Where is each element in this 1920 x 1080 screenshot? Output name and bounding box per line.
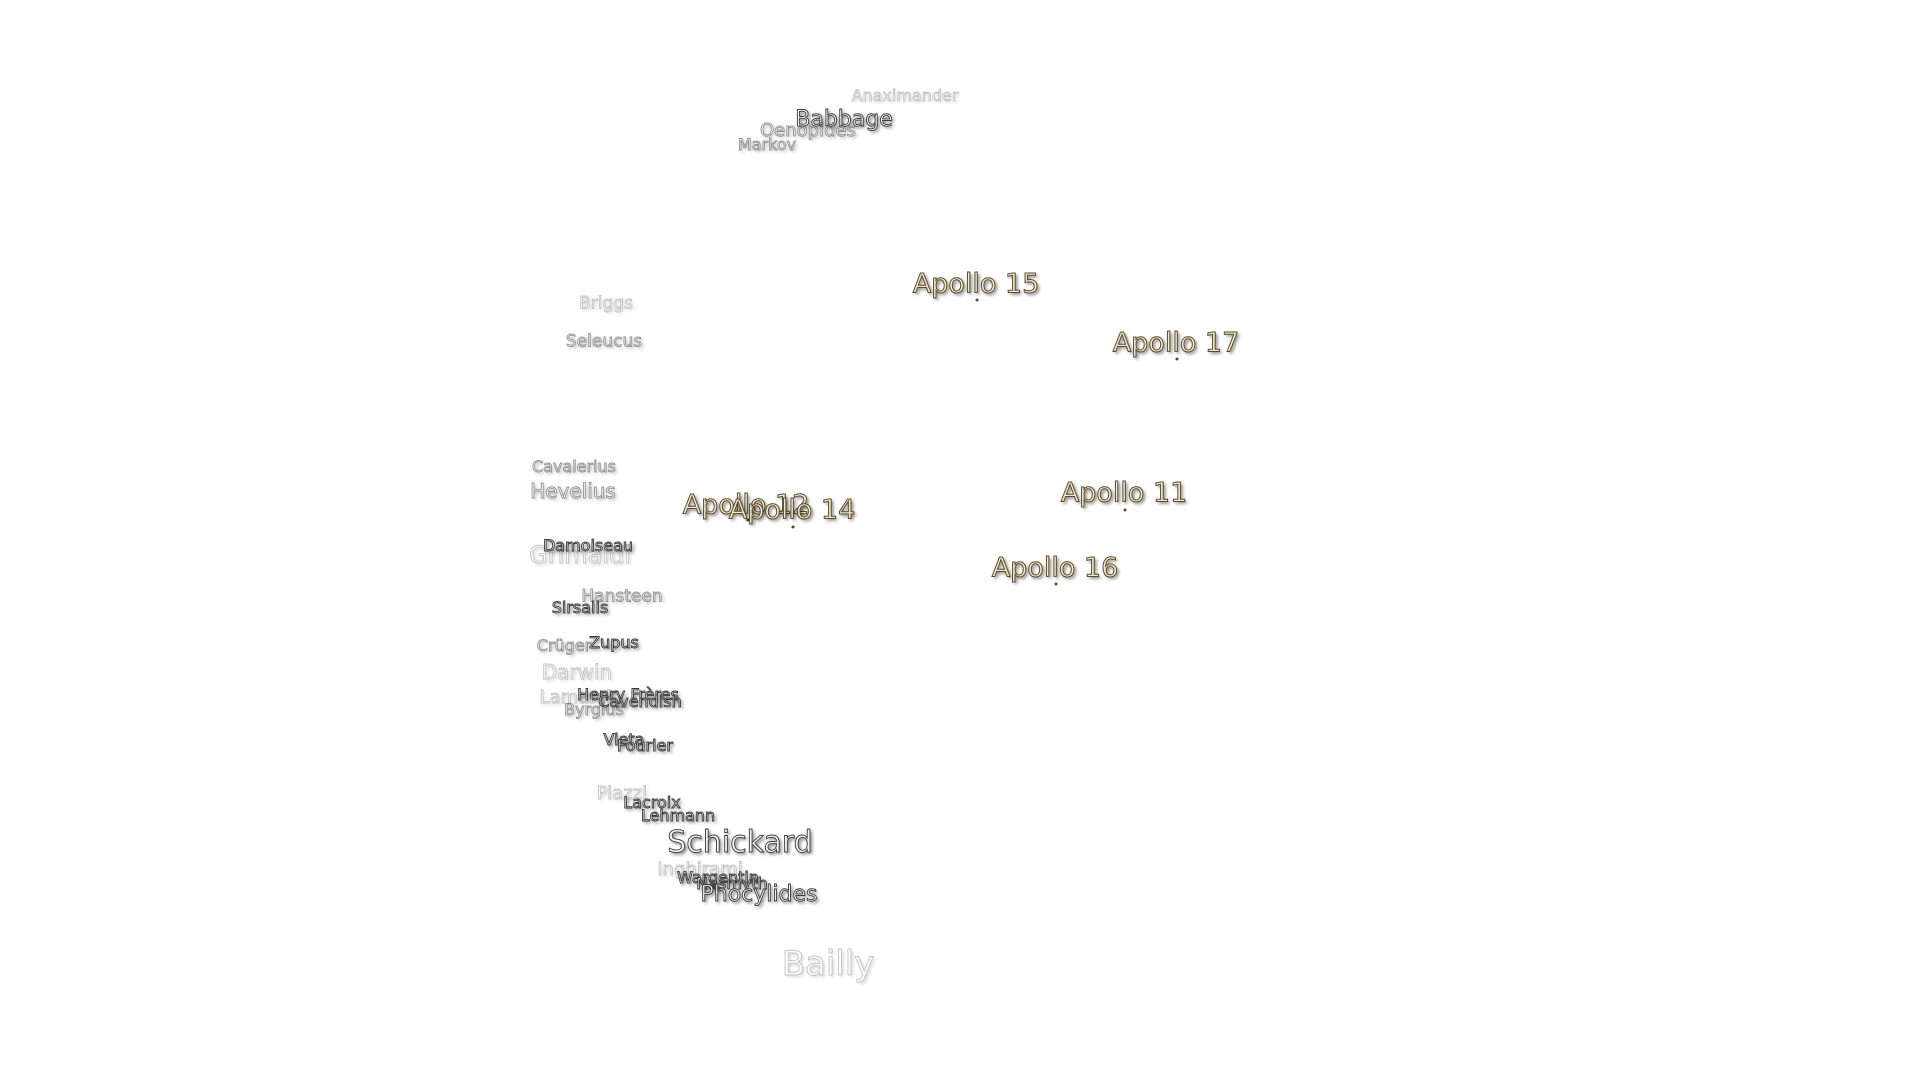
- apollo-17-label[interactable]: Apollo 17: [1112, 327, 1240, 359]
- crater-label-anaximander[interactable]: Anaximander: [851, 86, 959, 105]
- crater-label-lamarck[interactable]: Lamarck: [539, 687, 617, 708]
- apollo-11-label[interactable]: Apollo 11: [1060, 477, 1188, 509]
- crater-label-zupus[interactable]: Zupus: [589, 633, 640, 652]
- apollo-12-site-marker[interactable]: [746, 518, 750, 522]
- crater-label-darwin[interactable]: Darwin: [541, 660, 613, 684]
- crater-label-phocylides[interactable]: Phocylides: [700, 882, 818, 907]
- crater-label-markov[interactable]: Markov: [737, 135, 797, 154]
- crater-label-lehmann[interactable]: Lehmann: [640, 806, 716, 825]
- apollo-14-label[interactable]: Apollo 14: [728, 494, 856, 526]
- crater-label-cavalerius[interactable]: Cavalerius: [531, 457, 617, 476]
- crater-label-henry-freres[interactable]: Henry Frères: [577, 685, 680, 704]
- crater-label-hansteen[interactable]: Hansteen: [581, 586, 663, 607]
- crater-label-cruger[interactable]: Crüger: [536, 636, 592, 655]
- crater-label-schickard[interactable]: Schickard: [667, 825, 813, 860]
- apollo-14-site-marker[interactable]: [791, 525, 795, 529]
- apollo-11-site-marker[interactable]: [1123, 508, 1127, 512]
- apollo-17-site-marker[interactable]: [1175, 357, 1179, 361]
- apollo-16-label[interactable]: Apollo 16: [991, 552, 1119, 584]
- crater-label-bailly[interactable]: Bailly: [781, 944, 875, 984]
- crater-label-grimaldi[interactable]: Grimaldi: [529, 541, 632, 569]
- crater-label-inghirami[interactable]: Inghirami: [657, 859, 743, 880]
- crater-label-wargentin[interactable]: Wargentin: [677, 868, 760, 887]
- crater-label-byrgius[interactable]: Byrgius: [564, 700, 625, 719]
- crater-label-piazzi[interactable]: Piazzi: [596, 783, 648, 804]
- crater-label-nasmyth[interactable]: Nasmyth: [696, 874, 768, 893]
- crater-label-cavendish[interactable]: Cavendish: [598, 692, 682, 711]
- crater-label-sirsalis[interactable]: Sirsalis: [551, 598, 609, 617]
- crater-label-briggs[interactable]: Briggs: [579, 293, 634, 314]
- crater-label-babbage[interactable]: Babbage: [795, 107, 893, 132]
- crater-label-damoiseau[interactable]: Damoiseau: [542, 536, 634, 555]
- crater-label-seleucus[interactable]: Seleucus: [565, 331, 643, 352]
- apollo-12-label[interactable]: Apollo 12: [682, 489, 810, 521]
- crater-label-fourier[interactable]: Fourier: [616, 736, 674, 755]
- apollo-15-label[interactable]: Apollo 15: [912, 268, 1040, 300]
- apollo-16-site-marker[interactable]: [1054, 582, 1058, 586]
- crater-label-hevelius[interactable]: Hevelius: [530, 479, 617, 503]
- apollo-15-site-marker[interactable]: [975, 298, 979, 302]
- crater-label-lacroix[interactable]: Lacroix: [623, 793, 681, 812]
- crater-label-vieta[interactable]: Vieta: [603, 730, 645, 749]
- crater-label-oenopides[interactable]: Oenopides: [760, 120, 857, 141]
